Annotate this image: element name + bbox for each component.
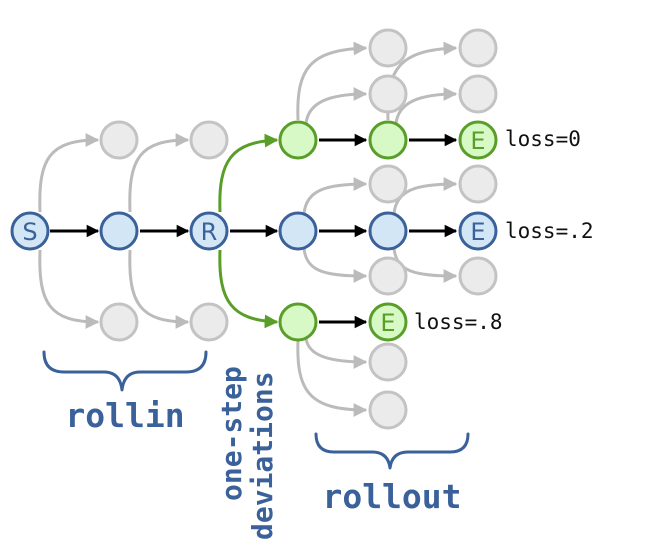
rollout-node bbox=[368, 211, 408, 251]
unexplored-node bbox=[368, 256, 408, 296]
loss-label-bottom: loss=.8 bbox=[414, 310, 503, 334]
unexplored-node bbox=[458, 28, 498, 68]
rollout-label: rollout bbox=[322, 477, 461, 516]
braces bbox=[42, 350, 470, 470]
end-node-mid bbox=[458, 211, 498, 251]
deviation-arrow-down bbox=[218, 249, 279, 329]
gray-branch-arrows bbox=[38, 41, 458, 417]
node-letters: S R E E E bbox=[22, 127, 485, 337]
unexplored-node bbox=[368, 74, 408, 114]
deviation-arrows bbox=[218, 133, 279, 329]
rollin-state-node bbox=[189, 211, 229, 251]
branch-arrow bbox=[304, 87, 368, 125]
deviation-rollout-node bbox=[368, 120, 408, 160]
unexplored-node bbox=[189, 120, 229, 160]
branch-arrow bbox=[394, 87, 458, 125]
branch-arrow bbox=[392, 177, 458, 215]
end-label-bottom: E bbox=[380, 309, 395, 337]
deviation-nodes bbox=[278, 120, 498, 342]
rollin-state-label: R bbox=[201, 218, 218, 246]
branch-arrow bbox=[296, 41, 368, 121]
branch-arrow bbox=[128, 249, 190, 329]
unexplored-node bbox=[458, 74, 498, 114]
branch-arrow bbox=[302, 247, 368, 283]
branch-arrow bbox=[128, 133, 190, 213]
unexplored-nodes bbox=[99, 28, 498, 430]
deviations-label-line2: deviations bbox=[246, 371, 279, 540]
deviations-label-line1: one-step bbox=[215, 366, 248, 501]
rollout-brace bbox=[314, 432, 470, 470]
unexplored-node bbox=[458, 256, 498, 296]
loss-label-mid: loss=.2 bbox=[505, 219, 594, 243]
unexplored-node bbox=[99, 302, 139, 342]
rollout-node bbox=[278, 211, 318, 251]
unexplored-node bbox=[368, 342, 408, 382]
end-label-top: E bbox=[470, 127, 485, 155]
region-labels: rollin rollout one-step deviations bbox=[65, 366, 461, 540]
unexplored-node bbox=[189, 302, 229, 342]
branch-arrow bbox=[38, 133, 100, 213]
branch-arrow bbox=[304, 337, 368, 369]
main-path-arrows bbox=[50, 133, 458, 329]
deviation-node-top bbox=[278, 120, 318, 160]
unexplored-node bbox=[458, 164, 498, 204]
unexplored-node bbox=[368, 28, 408, 68]
end-node-top bbox=[458, 120, 498, 160]
branch-arrow bbox=[302, 177, 368, 215]
branch-arrow bbox=[38, 249, 100, 329]
path-nodes bbox=[10, 211, 498, 251]
end-label-mid: E bbox=[470, 218, 485, 246]
unexplored-node bbox=[99, 120, 139, 160]
branch-arrow bbox=[296, 339, 368, 417]
end-node-bottom bbox=[368, 302, 408, 342]
branch-arrow bbox=[392, 247, 458, 283]
start-node bbox=[10, 211, 50, 251]
deviation-arrow-up bbox=[218, 133, 279, 213]
rollin-brace bbox=[42, 350, 208, 392]
unexplored-node bbox=[368, 164, 408, 204]
rollin-label: rollin bbox=[65, 396, 184, 435]
deviation-node-bottom bbox=[278, 302, 318, 342]
rollin-node bbox=[99, 211, 139, 251]
start-label: S bbox=[22, 218, 37, 246]
unexplored-node bbox=[368, 390, 408, 430]
loss-labels: loss=0 loss=.2 loss=.8 bbox=[414, 127, 594, 334]
loss-label-top: loss=0 bbox=[505, 127, 581, 151]
